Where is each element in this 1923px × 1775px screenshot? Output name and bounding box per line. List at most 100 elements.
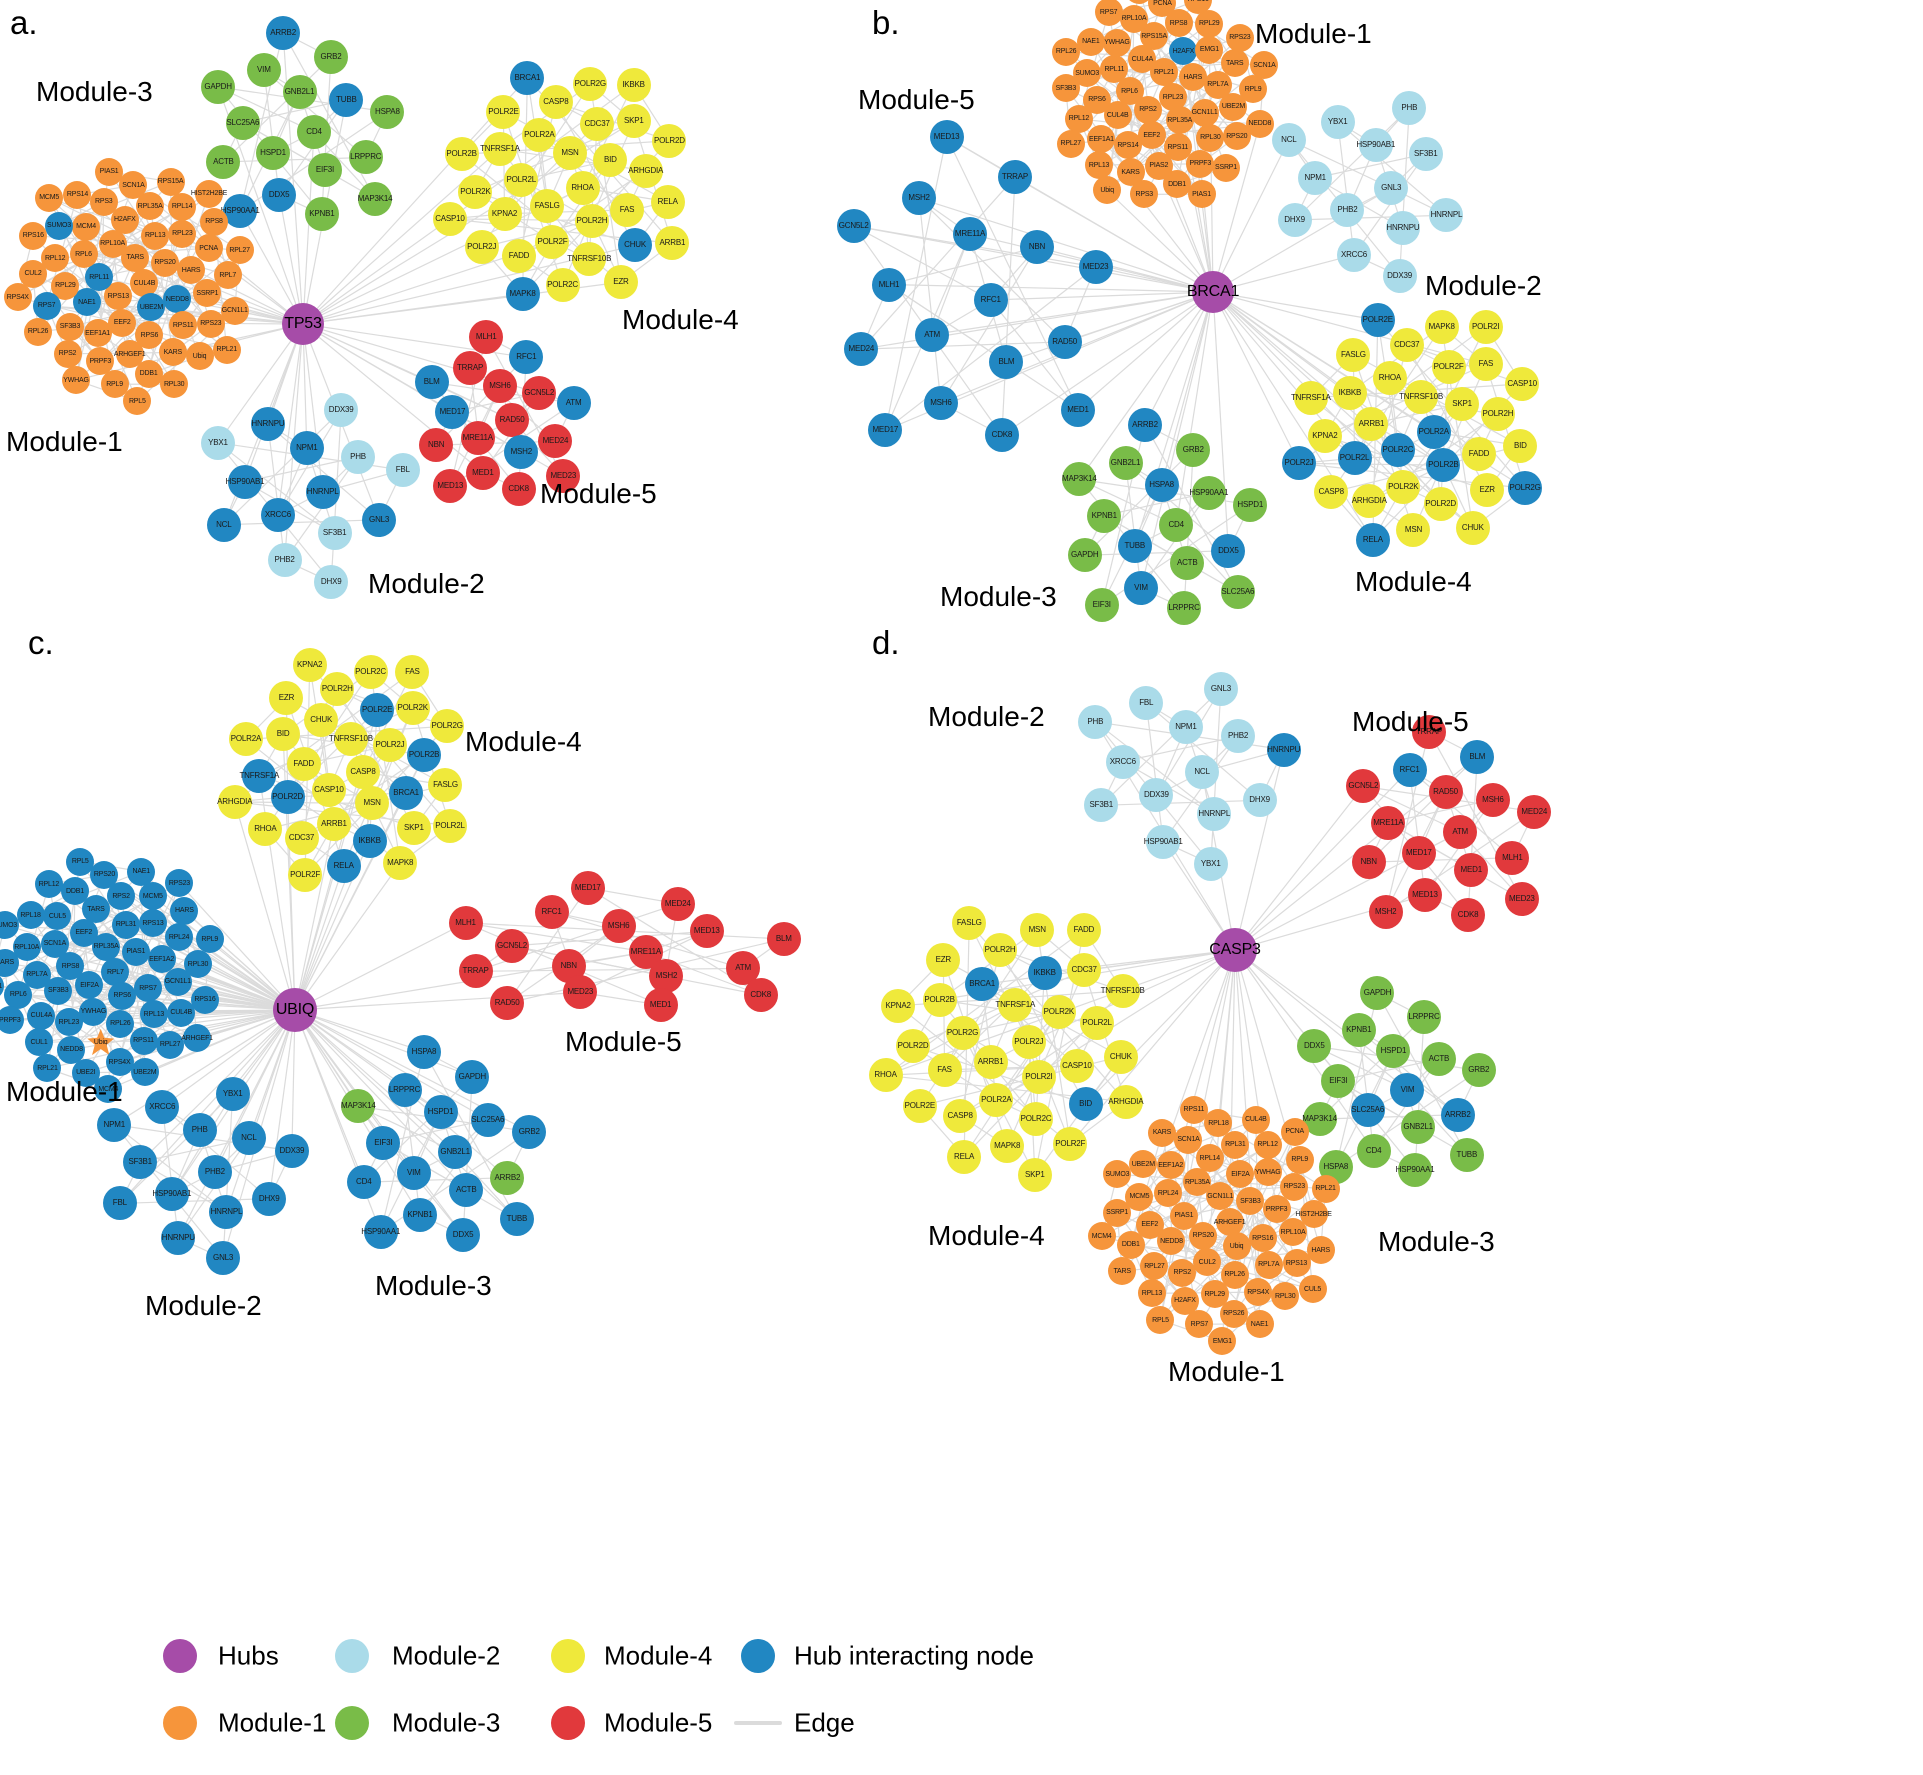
network-node: MRE11A (953, 217, 988, 252)
network-node: YWHAG (1102, 28, 1131, 57)
network-node: DDB1 (1116, 1230, 1145, 1259)
module-label: Module-2 (368, 568, 485, 599)
network-node: CUL2 (19, 259, 48, 288)
network-node: GNB2L1 (282, 74, 317, 109)
network-node: HSPA8 (1144, 467, 1179, 502)
network-node: ATM (915, 317, 950, 352)
network-node: GCN1L1 (1206, 1182, 1235, 1211)
network-node: NBN (419, 428, 454, 463)
network-node: RPS14 (63, 180, 92, 209)
network-node: SCN1A (1174, 1125, 1203, 1154)
module-label: Module-1 (1168, 1356, 1285, 1387)
network-node: MLH1 (872, 267, 906, 302)
network-node: MSH2 (902, 181, 937, 216)
network-node: DDB1 (60, 877, 89, 906)
network-node: PRPF3 (1186, 149, 1215, 178)
network-node: GNL3 (1374, 171, 1409, 205)
network-node: RPL24 (165, 923, 194, 952)
network-node: RPS16 (1248, 1224, 1277, 1253)
network-node: CASP10 (1505, 366, 1540, 401)
module-label: Module-5 (858, 84, 975, 115)
network-node: CDK8 (984, 418, 1019, 453)
network-node: RPS2 (53, 339, 82, 368)
panel-letter-b: b. (872, 4, 900, 41)
network-node: HNRNPL (1197, 797, 1232, 832)
network-node: EIF3I (307, 152, 342, 187)
network-node: NPM1 (289, 431, 324, 466)
network-node: RPS7 (1094, 0, 1123, 27)
network-node: CASP10 (432, 201, 467, 236)
network-node: RPL26 (1052, 37, 1081, 66)
network-node: POLR2C (353, 654, 388, 689)
network-node: VIM (1390, 1073, 1425, 1107)
network-node: MRE11A (628, 935, 663, 969)
network-node: RAD50 (495, 403, 530, 437)
network-node: MCM5 (138, 882, 167, 911)
network-node: POLR2C (1380, 433, 1415, 468)
network-node: RPS11 (1179, 1095, 1208, 1124)
network-node: IKBKB (1027, 955, 1062, 990)
network-node: POLR2B (407, 738, 442, 773)
network-node: MED13 (433, 469, 468, 504)
network-node: DDX5 (1211, 533, 1246, 568)
network-node: RPS3 (89, 187, 118, 216)
network-node: CDC37 (580, 106, 615, 141)
network-node: PRPF3 (0, 1006, 24, 1035)
network-node: RPS16 (1184, 0, 1213, 14)
network-node: RPL21 (1311, 1174, 1340, 1203)
network-node: GAPDH (201, 69, 236, 104)
network-node: POLR2I (1468, 309, 1503, 344)
network-node: RPL14 (168, 192, 197, 221)
legend-swatch-hub (163, 1639, 197, 1673)
network-node: RPL12 (1253, 1130, 1282, 1159)
network-node: MED23 (563, 975, 598, 1010)
network-node: NPM1 (1168, 710, 1203, 745)
network-node: EEF1A1 (83, 319, 112, 348)
network-node: PHB2 (197, 1155, 232, 1189)
network-node: GCN1L1 (1190, 98, 1219, 127)
network-node: KPNB1 (304, 197, 339, 232)
network-node: GRB2 (512, 1114, 547, 1149)
network-node: MSH6 (482, 369, 517, 404)
network-node: MED17 (435, 395, 470, 430)
network-node: LRPPRC (1406, 1000, 1441, 1035)
network-node: SF3B3 (1051, 74, 1080, 103)
network-node: KARS (0, 948, 19, 977)
network-node: DHX9 (252, 1181, 287, 1216)
network-node: BID (1068, 1086, 1103, 1121)
network-node: EIF2A (75, 971, 104, 1000)
module-label: Module-2 (1425, 270, 1542, 301)
network-node: MED17 (1401, 836, 1436, 871)
network-node: MSH2 (504, 434, 539, 469)
network-node: PIAS1 (121, 937, 150, 966)
network-node: RPS7 (133, 974, 162, 1003)
network-node: RPL7 (101, 958, 130, 986)
network-node: RPS8 (56, 952, 85, 981)
network-node: CUL4B (1241, 1105, 1270, 1134)
network-node: EIF3I (366, 1125, 401, 1160)
network-node: KPNB1 (1341, 1012, 1376, 1047)
network-node: RPL6 (4, 980, 33, 1009)
network-node: RPL5 (1146, 1306, 1175, 1335)
network-node: CUL4B (1103, 101, 1132, 130)
network-node: ARRB2 (1440, 1097, 1475, 1132)
network-node: MRE11A (1371, 805, 1406, 840)
network-node: ACTB (449, 1173, 484, 1208)
network-node: ARHGDIA (1352, 484, 1387, 519)
network-node: RPS20 (151, 248, 180, 277)
network-node: RPS14 (1113, 131, 1142, 160)
network-node: POLR2A (228, 722, 263, 757)
network-node: RPS16 (19, 221, 48, 250)
network-node: RPS16 (190, 985, 219, 1014)
network-node: POLR2D (1423, 487, 1458, 522)
network-node: HNRNPL (305, 475, 340, 509)
network-node: BID (593, 143, 628, 178)
network-node: H2AFX (1170, 1286, 1199, 1315)
network-node: NAE1 (127, 857, 156, 886)
network-node: YBX1 (215, 1076, 250, 1111)
network-node: POLR2L (1079, 1006, 1114, 1041)
network-node: POLR2A (522, 117, 557, 152)
network-node: CHUK (304, 703, 339, 738)
network-node: TUBB (329, 82, 364, 117)
